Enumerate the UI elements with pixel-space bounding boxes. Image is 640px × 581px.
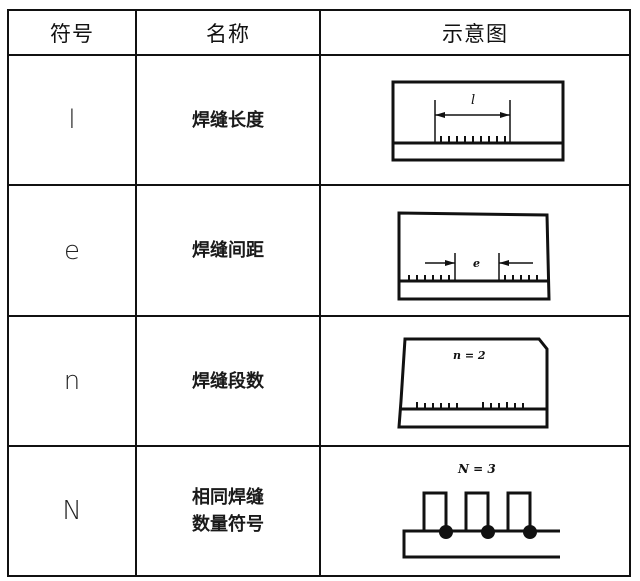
- header-diagram: 示意图: [442, 21, 508, 46]
- column-divider: [135, 11, 137, 575]
- svg-text:N = 3: N = 3: [457, 462, 496, 476]
- symbol-N: N: [62, 496, 82, 526]
- name-line-2: 数量符号: [192, 514, 264, 535]
- name-weld-spacing: 焊缝间距: [192, 240, 264, 261]
- name-same-weld-count: 相同焊缝 数量符号: [137, 447, 319, 575]
- column-divider: [319, 11, 321, 575]
- name-line-1: 相同焊缝: [192, 487, 264, 508]
- header-name: 名称: [206, 21, 250, 46]
- header-symbol: 符号: [50, 21, 94, 46]
- weld-length-diagram-cell: l: [321, 56, 629, 184]
- svg-text:n = 2: n = 2: [453, 349, 486, 362]
- svg-text:l: l: [471, 93, 475, 108]
- weld-segment-count-diagram-icon: n = 2: [397, 337, 549, 429]
- same-weld-count-diagram-cell: N = 3: [321, 447, 629, 575]
- weld-spacing-diagram-cell: e: [321, 186, 629, 315]
- weld-symbol-table: 符号 名称 示意图 l 焊缝长度 l e 焊缝间距: [7, 9, 631, 577]
- weld-length-diagram-icon: l: [391, 80, 565, 162]
- symbol-l: l: [68, 105, 76, 135]
- row-divider: [9, 445, 629, 447]
- row-divider: [9, 54, 629, 56]
- svg-text:e: e: [473, 257, 480, 270]
- name-weld-segment-count: 焊缝段数: [192, 370, 264, 392]
- symbol-n: n: [63, 366, 81, 396]
- row-divider: [9, 184, 629, 186]
- name-weld-length: 焊缝长度: [192, 109, 264, 131]
- symbol-e: e: [64, 235, 80, 266]
- row-divider: [9, 315, 629, 317]
- weld-spacing-diagram-icon: e: [397, 210, 551, 300]
- weld-segment-count-diagram-cell: n = 2: [321, 317, 629, 445]
- same-weld-count-diagram-icon: N = 3: [402, 462, 560, 559]
